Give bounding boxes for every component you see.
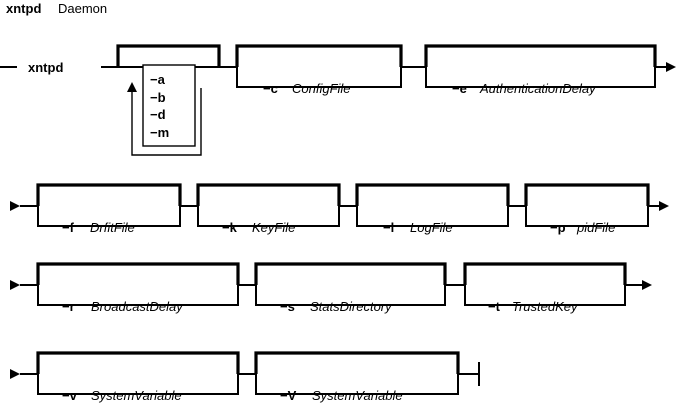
option-t-flag: −t — [488, 299, 501, 314]
option-r: −r BroadcastDelay — [36, 262, 240, 314]
option-e: −e AuthenticationDelay — [424, 44, 657, 96]
header-subtitle: Daemon — [58, 1, 107, 16]
option-l-flag: −l — [383, 220, 394, 235]
option-k-flag: −k — [222, 220, 238, 235]
repeat-arrow-icon — [127, 82, 137, 92]
option-v-lower-arg: SystemVariable — [91, 388, 182, 403]
flag-stack-box — [142, 64, 196, 147]
option-r-flag: −r — [62, 299, 75, 314]
row-4: −v SystemVariable −V SystemVariable — [10, 351, 480, 403]
option-f: −f DrfitFile — [36, 183, 182, 235]
option-s-flag: −s — [280, 299, 295, 314]
row-1: xntpd −a −b −d −m −c ConfigFile −e — [0, 44, 676, 156]
option-e-arg: AuthenticationDelay — [479, 81, 597, 96]
option-s: −s StatsDirectory — [254, 262, 447, 314]
option-t-arg: TrustedKey — [512, 299, 579, 314]
option-p-flag: −p — [550, 220, 566, 235]
option-k-arg: KeyFile — [252, 220, 295, 235]
row-2: −f DrfitFile −k KeyFile −l LogFile −p pi… — [10, 183, 669, 235]
option-c: −c ConfigFile — [235, 44, 403, 96]
continuation-arrow-icon — [10, 201, 20, 211]
option-v-lower: −v SystemVariable — [36, 351, 240, 403]
option-t: −t TrustedKey — [463, 262, 627, 314]
continuation-arrow-icon — [10, 369, 20, 379]
option-r-arg: BroadcastDelay — [91, 299, 184, 314]
repeat-loop — [131, 88, 202, 156]
option-k: −k KeyFile — [196, 183, 341, 235]
option-s-arg: StatsDirectory — [310, 299, 393, 314]
option-p-arg: pidFile — [576, 220, 615, 235]
continuation-arrow-icon — [10, 280, 20, 290]
start-command-label: xntpd — [28, 60, 63, 75]
flag-b: −b — [150, 90, 166, 105]
flag-m: −m — [150, 125, 169, 140]
option-f-arg: DrfitFile — [90, 220, 135, 235]
option-f-flag: −f — [62, 220, 75, 235]
flag-d: −d — [150, 107, 166, 122]
option-v-upper: −V SystemVariable — [254, 351, 460, 403]
option-l-arg: LogFile — [410, 220, 453, 235]
option-v-upper-flag: −V — [280, 388, 297, 403]
option-c-flag: −c — [263, 81, 278, 96]
option-p: −p pidFile — [524, 183, 650, 235]
option-v-lower-flag: −v — [62, 388, 78, 403]
option-e-flag: −e — [452, 81, 467, 96]
flag-a: −a — [150, 72, 166, 87]
command-name: xntpd — [6, 1, 41, 16]
option-v-upper-arg: SystemVariable — [312, 388, 403, 403]
option-l: −l LogFile — [355, 183, 510, 235]
option-c-arg: ConfigFile — [292, 81, 351, 96]
flag-group: −a −b −d −m — [116, 44, 221, 156]
row-3: −r BroadcastDelay −s StatsDirectory −t T… — [10, 262, 652, 314]
